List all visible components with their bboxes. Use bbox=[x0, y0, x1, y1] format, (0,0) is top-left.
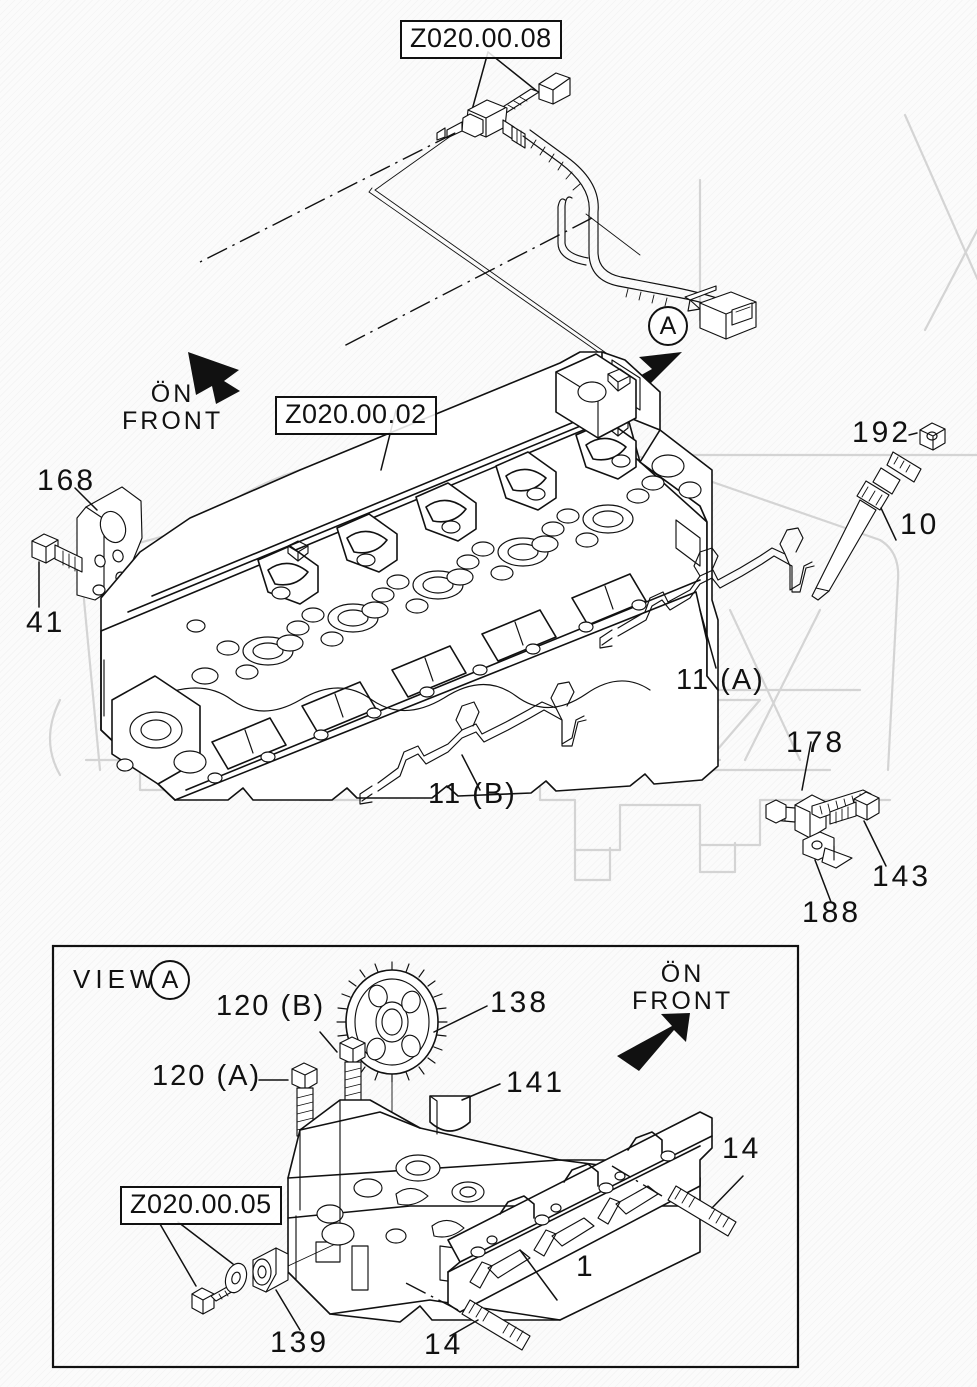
callout-168[interactable]: 168 bbox=[37, 464, 97, 497]
callout-14-right[interactable]: 14 bbox=[722, 1132, 762, 1165]
z020-00-05-hardware bbox=[159, 1221, 355, 1331]
glow-plug-assembly bbox=[811, 422, 946, 601]
callout-120a[interactable]: 120 (A) bbox=[152, 1060, 262, 1092]
callout-10[interactable]: 10 bbox=[900, 508, 940, 541]
callout-41[interactable]: 41 bbox=[26, 606, 66, 639]
thermostat-housing bbox=[555, 353, 637, 439]
callout-138[interactable]: 138 bbox=[490, 986, 550, 1019]
clip-188 bbox=[802, 831, 853, 903]
view-a-heading-marker-label: A bbox=[161, 965, 179, 994]
front-indicator-main-line2: FRONT bbox=[122, 407, 224, 435]
harness-11b bbox=[359, 681, 587, 805]
front-indicator-view-a-line1: ÖN bbox=[660, 960, 705, 988]
head-face-rail-part-1 bbox=[447, 1111, 713, 1313]
ref-box-z020-00-02[interactable]: Z020.00.02 bbox=[275, 396, 437, 435]
bolt-41 bbox=[31, 533, 83, 608]
front-indicator-main-line1: ÖN bbox=[150, 380, 195, 408]
harness-11a bbox=[599, 527, 815, 669]
callout-1[interactable]: 1 bbox=[576, 1250, 596, 1283]
manifold-port-flanges bbox=[211, 573, 647, 770]
bolt-120b bbox=[319, 1031, 366, 1105]
front-indicator-view-a-line2: FRONT bbox=[632, 987, 734, 1015]
clamp-178-group bbox=[765, 741, 872, 839]
callout-143[interactable]: 143 bbox=[872, 860, 932, 893]
cylinder-head-main bbox=[100, 351, 719, 801]
callout-139[interactable]: 139 bbox=[270, 1326, 330, 1359]
side-rail-holes bbox=[207, 599, 647, 784]
callout-14-bottom[interactable]: 14 bbox=[424, 1328, 464, 1361]
callout-188[interactable]: 188 bbox=[802, 896, 862, 929]
view-a-panel-border bbox=[51, 944, 800, 1369]
camshaft-gear-138 bbox=[336, 961, 488, 1083]
callout-178[interactable]: 178 bbox=[786, 726, 846, 759]
dowel-pin-14-right bbox=[611, 1165, 744, 1237]
bushing-139 bbox=[252, 1247, 301, 1331]
nut-192 bbox=[908, 422, 946, 451]
view-a-heading-marker[interactable]: A bbox=[150, 960, 190, 1000]
bolt-143 bbox=[829, 791, 887, 867]
callout-11a[interactable]: 11 (A) bbox=[676, 664, 765, 696]
sensor-assembly-group bbox=[199, 51, 757, 364]
callout-192[interactable]: 192 bbox=[852, 416, 912, 449]
cylinder-head-view-a bbox=[287, 1083, 713, 1323]
callout-141[interactable]: 141 bbox=[506, 1066, 566, 1099]
section-marker-a-main-label: A bbox=[659, 311, 677, 340]
cable-connector bbox=[684, 285, 757, 340]
section-marker-a-main[interactable]: A bbox=[648, 306, 688, 346]
washer bbox=[177, 1221, 248, 1294]
ref-box-z020-00-08[interactable]: Z020.00.08 bbox=[400, 20, 562, 59]
callout-11b[interactable]: 11 (B) bbox=[428, 778, 517, 810]
front-indicator-main: ÖN FRONT bbox=[122, 382, 223, 434]
temperature-sensor-body bbox=[436, 99, 526, 149]
front-indicator-view-a: ÖN FRONT bbox=[632, 962, 733, 1014]
head-deck-ports bbox=[186, 454, 665, 685]
view-a-heading: VIEW bbox=[73, 964, 160, 994]
bolt-120a bbox=[258, 1062, 318, 1137]
ref-box-z020-00-05[interactable]: Z020.00.05 bbox=[120, 1186, 282, 1225]
cap-141 bbox=[429, 1095, 471, 1135]
dowel-pin-14-bottom bbox=[403, 1281, 531, 1351]
front-arrow-view-a bbox=[617, 1013, 690, 1071]
front-arrow-main bbox=[188, 352, 240, 404]
head-front-face bbox=[100, 630, 207, 801]
callout-120b[interactable]: 120 (B) bbox=[216, 990, 326, 1022]
glow-plug-10 bbox=[811, 451, 922, 601]
